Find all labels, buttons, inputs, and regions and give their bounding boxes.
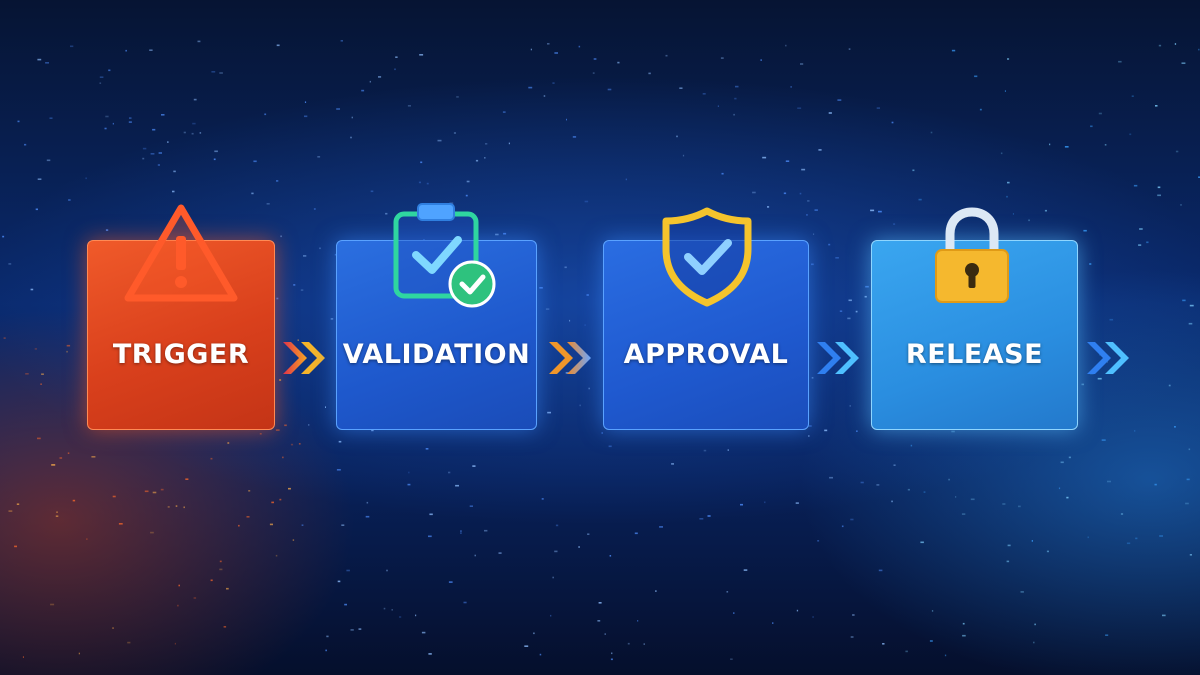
step-label-approval: APPROVAL bbox=[623, 339, 789, 370]
step-label-trigger: TRIGGER bbox=[112, 339, 250, 370]
double-chevron-right-icon bbox=[817, 342, 859, 374]
padlock-icon bbox=[935, 207, 1009, 303]
warning-triangle-icon bbox=[124, 204, 238, 302]
double-chevron-right-icon bbox=[549, 342, 591, 374]
step-card-trigger: TRIGGER bbox=[87, 240, 275, 430]
step-card-validation: VALIDATION bbox=[336, 240, 537, 430]
step-label-validation: VALIDATION bbox=[342, 339, 531, 370]
step-label-release: RELEASE bbox=[905, 339, 1044, 370]
shield-check-icon bbox=[662, 207, 752, 307]
clipboard-check-icon bbox=[393, 203, 496, 308]
double-chevron-right-icon bbox=[1087, 342, 1129, 374]
double-chevron-right-icon bbox=[283, 342, 325, 374]
